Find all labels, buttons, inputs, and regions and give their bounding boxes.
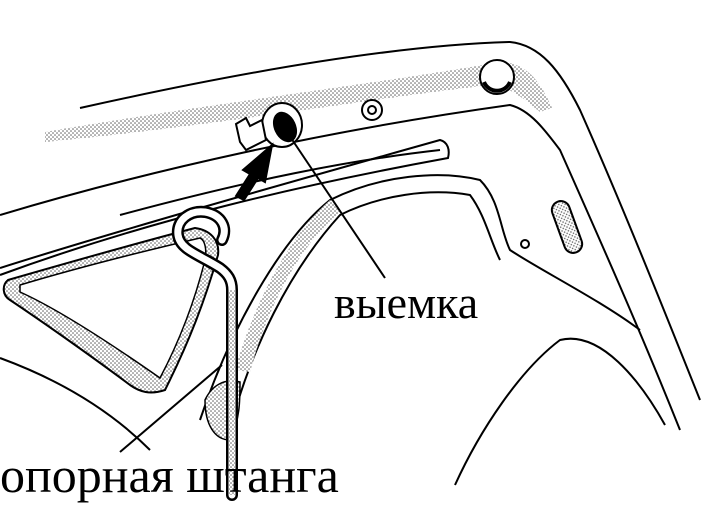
prop-rod-label: опорная штанга [0,447,339,503]
hood-holes [361,99,530,249]
hood-slot [550,200,584,254]
hood-boss [479,59,515,95]
insertion-arrow [234,142,274,202]
hood-inner-rib [0,138,450,276]
recess [234,102,303,152]
prop-rod-leader-line [119,364,223,453]
recess-label: выемка [334,277,479,328]
hood-outer-edge [0,40,701,431]
recess-leader-line [290,137,386,279]
prop-rod [171,205,238,501]
hood-edge-shadow [45,62,552,142]
hood-lower-left-edge [0,357,151,451]
hood-lower-opening [454,337,666,486]
hood-inner-flange [235,200,340,372]
hood-inner-panel [199,174,641,431]
